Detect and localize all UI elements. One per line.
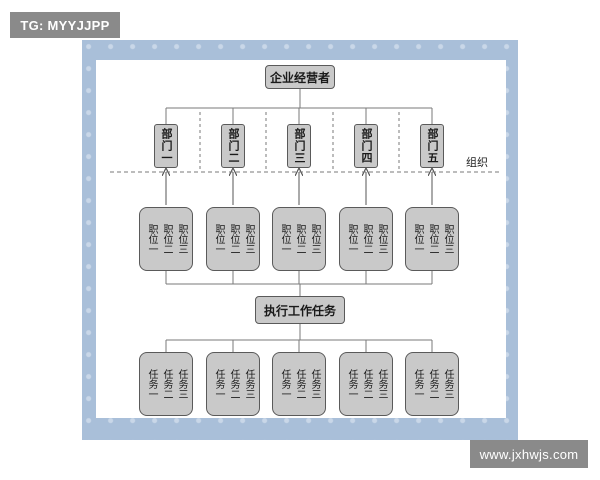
watermark-top: TG: MYYJJPP: [10, 12, 120, 38]
department-node: 部门二: [221, 124, 245, 168]
task-label: 任务二: [228, 369, 239, 399]
task-label: 任务一: [346, 369, 357, 399]
position-group: 职位一职位二职位三: [139, 207, 193, 271]
position-label: 职位三: [309, 224, 320, 254]
task-label: 任务一: [213, 369, 224, 399]
task-group: 任务一任务二任务三: [139, 352, 193, 416]
position-label: 职位一: [146, 224, 157, 254]
position-group: 职位一职位二职位三: [272, 207, 326, 271]
task-label: 任务一: [279, 369, 290, 399]
department-node: 部门三: [287, 124, 311, 168]
position-label: 职位三: [376, 224, 387, 254]
task-label: 任务三: [376, 369, 387, 399]
position-label: 职位一: [346, 224, 357, 254]
position-label: 职位二: [361, 224, 372, 254]
position-label: 职位三: [176, 224, 187, 254]
task-label: 任务三: [309, 369, 320, 399]
task-label: 任务二: [427, 369, 438, 399]
position-group: 职位一职位二职位三: [206, 207, 260, 271]
position-label: 职位二: [228, 224, 239, 254]
department-node: 部门一: [154, 124, 178, 168]
position-label: 职位三: [243, 224, 254, 254]
position-label: 职位二: [294, 224, 305, 254]
task-label: 任务二: [294, 369, 305, 399]
task-label: 任务二: [161, 369, 172, 399]
department-node: 部门五: [420, 124, 444, 168]
execute-task-node: 执行工作任务: [255, 296, 345, 324]
position-label: 职位二: [427, 224, 438, 254]
task-label: 任务一: [146, 369, 157, 399]
task-group: 任务一任务二任务三: [339, 352, 393, 416]
task-label: 任务三: [176, 369, 187, 399]
position-label: 职位一: [412, 224, 423, 254]
task-label: 任务三: [442, 369, 453, 399]
task-group: 任务一任务二任务三: [206, 352, 260, 416]
position-label: 职位二: [161, 224, 172, 254]
watermark-bottom: www.jxhwjs.com: [470, 440, 588, 468]
position-label: 职位一: [279, 224, 290, 254]
task-group: 任务一任务二任务三: [272, 352, 326, 416]
position-group: 职位一职位二职位三: [339, 207, 393, 271]
task-label: 任务三: [243, 369, 254, 399]
position-label: 职位三: [442, 224, 453, 254]
section-label: 组织: [466, 156, 488, 169]
department-node: 部门四: [354, 124, 378, 168]
task-group: 任务一任务二任务三: [405, 352, 459, 416]
task-label: 任务一: [412, 369, 423, 399]
root-node: 企业经营者: [265, 65, 335, 89]
position-group: 职位一职位二职位三: [405, 207, 459, 271]
position-label: 职位一: [213, 224, 224, 254]
task-label: 任务二: [361, 369, 372, 399]
